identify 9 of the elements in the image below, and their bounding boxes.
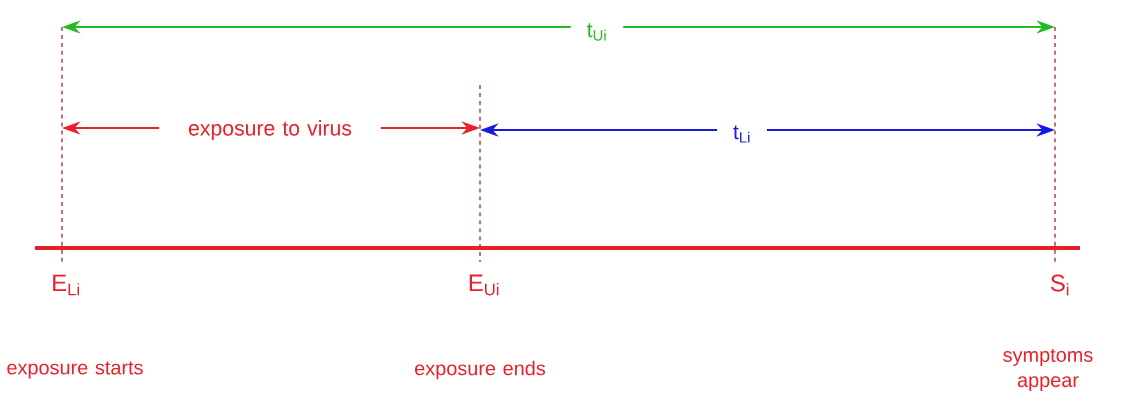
point-label: E$_{Ui}$ bbox=[469, 274, 499, 296]
event-label: exposure starts bbox=[7, 361, 143, 379]
dimension-label: exposure to virus bbox=[159, 117, 381, 143]
point-label: E$_{Li}$ bbox=[53, 274, 79, 296]
dimension-label: t$_{Ui}$ bbox=[570, 20, 624, 44]
dimension-label: t$_{Li}$ bbox=[717, 122, 767, 146]
event-label: exposure ends bbox=[415, 360, 546, 380]
event-label: symptoms appear bbox=[1003, 348, 1093, 392]
point-label: S$_{i}$ bbox=[1050, 274, 1069, 296]
